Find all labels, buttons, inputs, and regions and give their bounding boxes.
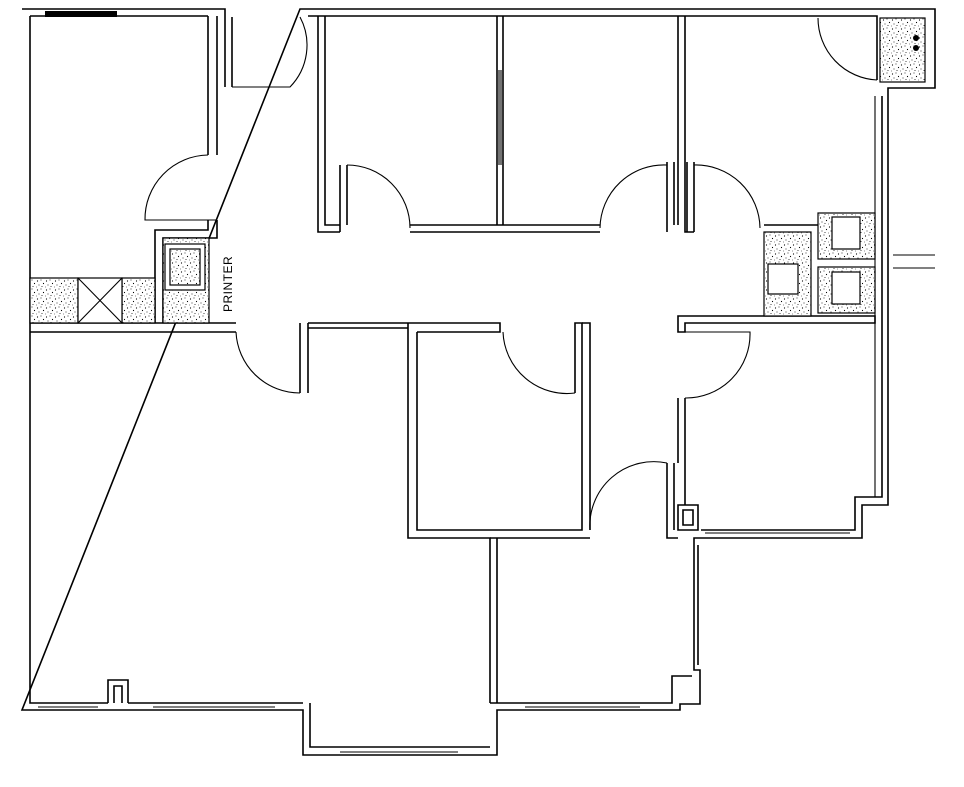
pilaster — [107, 679, 129, 703]
cabinet-mid — [121, 277, 156, 324]
stipple-fixtures — [29, 17, 926, 324]
cabinet-left — [29, 277, 79, 324]
exterior-walls — [20, 8, 936, 756]
storage-x-box — [77, 277, 123, 324]
window-strip-top — [45, 11, 117, 17]
door-swings — [144, 16, 878, 531]
printer-label: PRINTER — [221, 256, 235, 312]
fixture-top-right — [879, 17, 926, 83]
window-sills — [38, 532, 850, 753]
interior-walls — [30, 16, 876, 703]
